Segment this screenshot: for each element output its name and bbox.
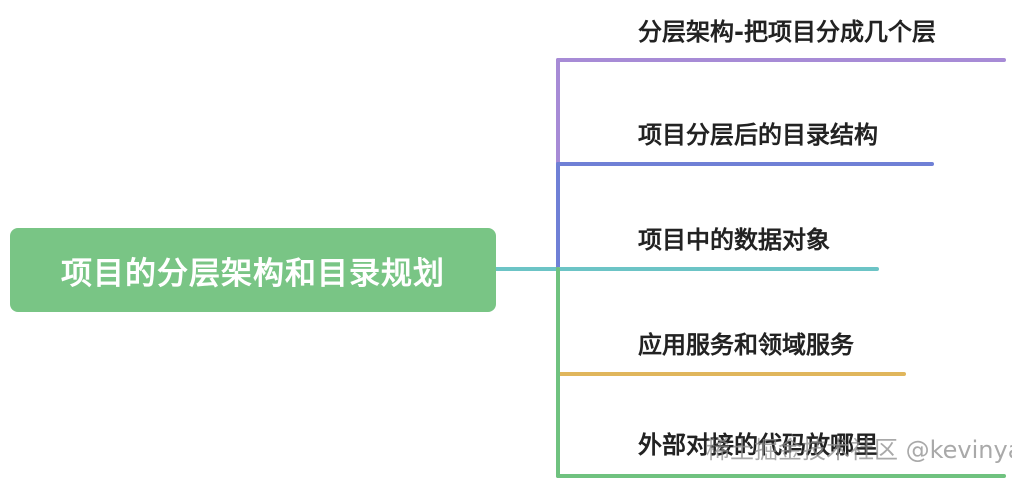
branch-label-directory-structure[interactable]: 项目分层后的目录结构: [638, 121, 878, 149]
watermark: 稀土掘金技术社区 @kevinyan: [706, 436, 1012, 464]
root-node-label: 项目的分层架构和目录规划: [61, 255, 445, 292]
root-node[interactable]: 项目的分层架构和目录规划: [10, 228, 496, 312]
branch-label-data-objects[interactable]: 项目中的数据对象: [638, 226, 830, 254]
branch-label-layered-architecture[interactable]: 分层架构-把项目分成几个层: [638, 18, 936, 46]
branch-label-application-domain-services[interactable]: 应用服务和领域服务: [638, 331, 854, 359]
branch-label-external-integration-code[interactable]: 外部对接的代码放哪里: [638, 431, 878, 459]
